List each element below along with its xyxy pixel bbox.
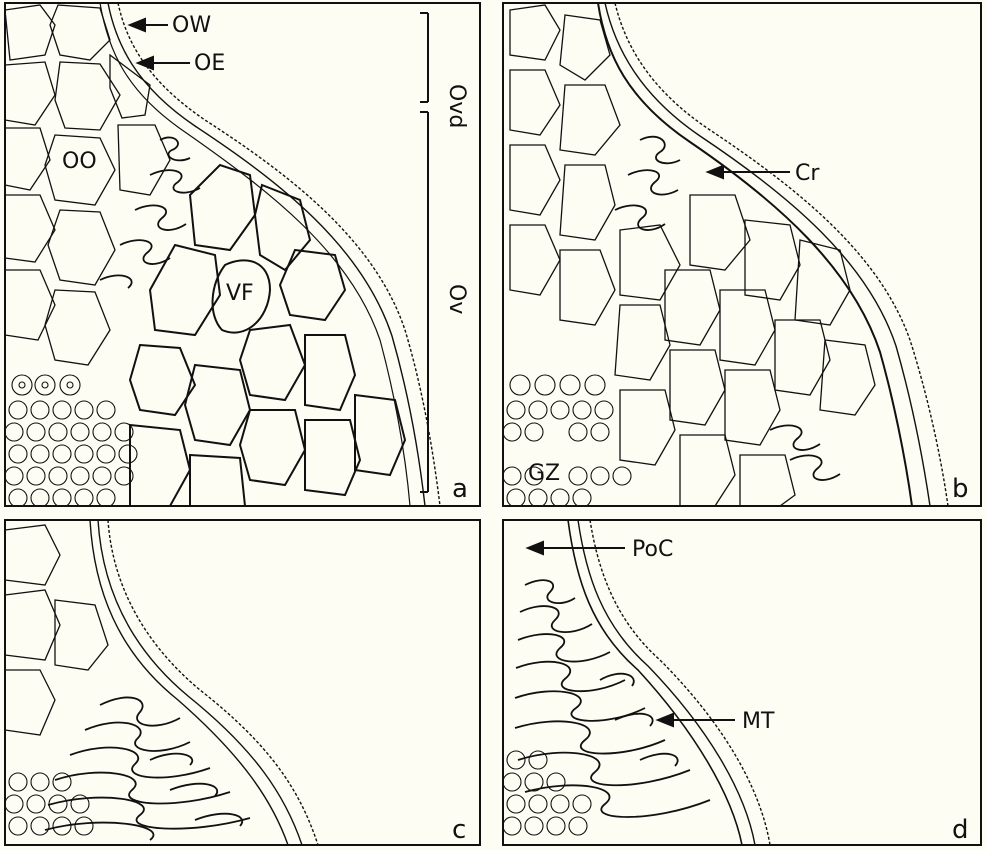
panel-b-frame (503, 3, 981, 506)
panel-d-frame (503, 520, 981, 845)
label-oe: OE (194, 51, 225, 76)
panel-a: OW OE OO VF Ovd Ov a (5, 3, 480, 507)
panel-letter-d: d (952, 815, 969, 845)
label-ov: Ov (444, 284, 469, 314)
panel-b: Cr GZ b (503, 3, 981, 507)
label-poc: PoC (632, 537, 673, 562)
panel-d: PoC MT d (503, 520, 981, 845)
panel-letter-a: a (452, 474, 468, 504)
label-gz: GZ (528, 461, 560, 486)
panel-letter-b: b (952, 474, 969, 504)
label-vf: VF (226, 281, 254, 306)
label-mt: MT (742, 709, 775, 734)
panel-letter-c: c (452, 815, 466, 845)
label-oo: OO (62, 149, 97, 174)
label-ow: OW (172, 13, 211, 38)
panel-a-frame (5, 3, 480, 506)
label-ovd: Ovd (444, 84, 469, 128)
panel-c: c (5, 520, 480, 845)
label-cr: Cr (795, 161, 820, 186)
